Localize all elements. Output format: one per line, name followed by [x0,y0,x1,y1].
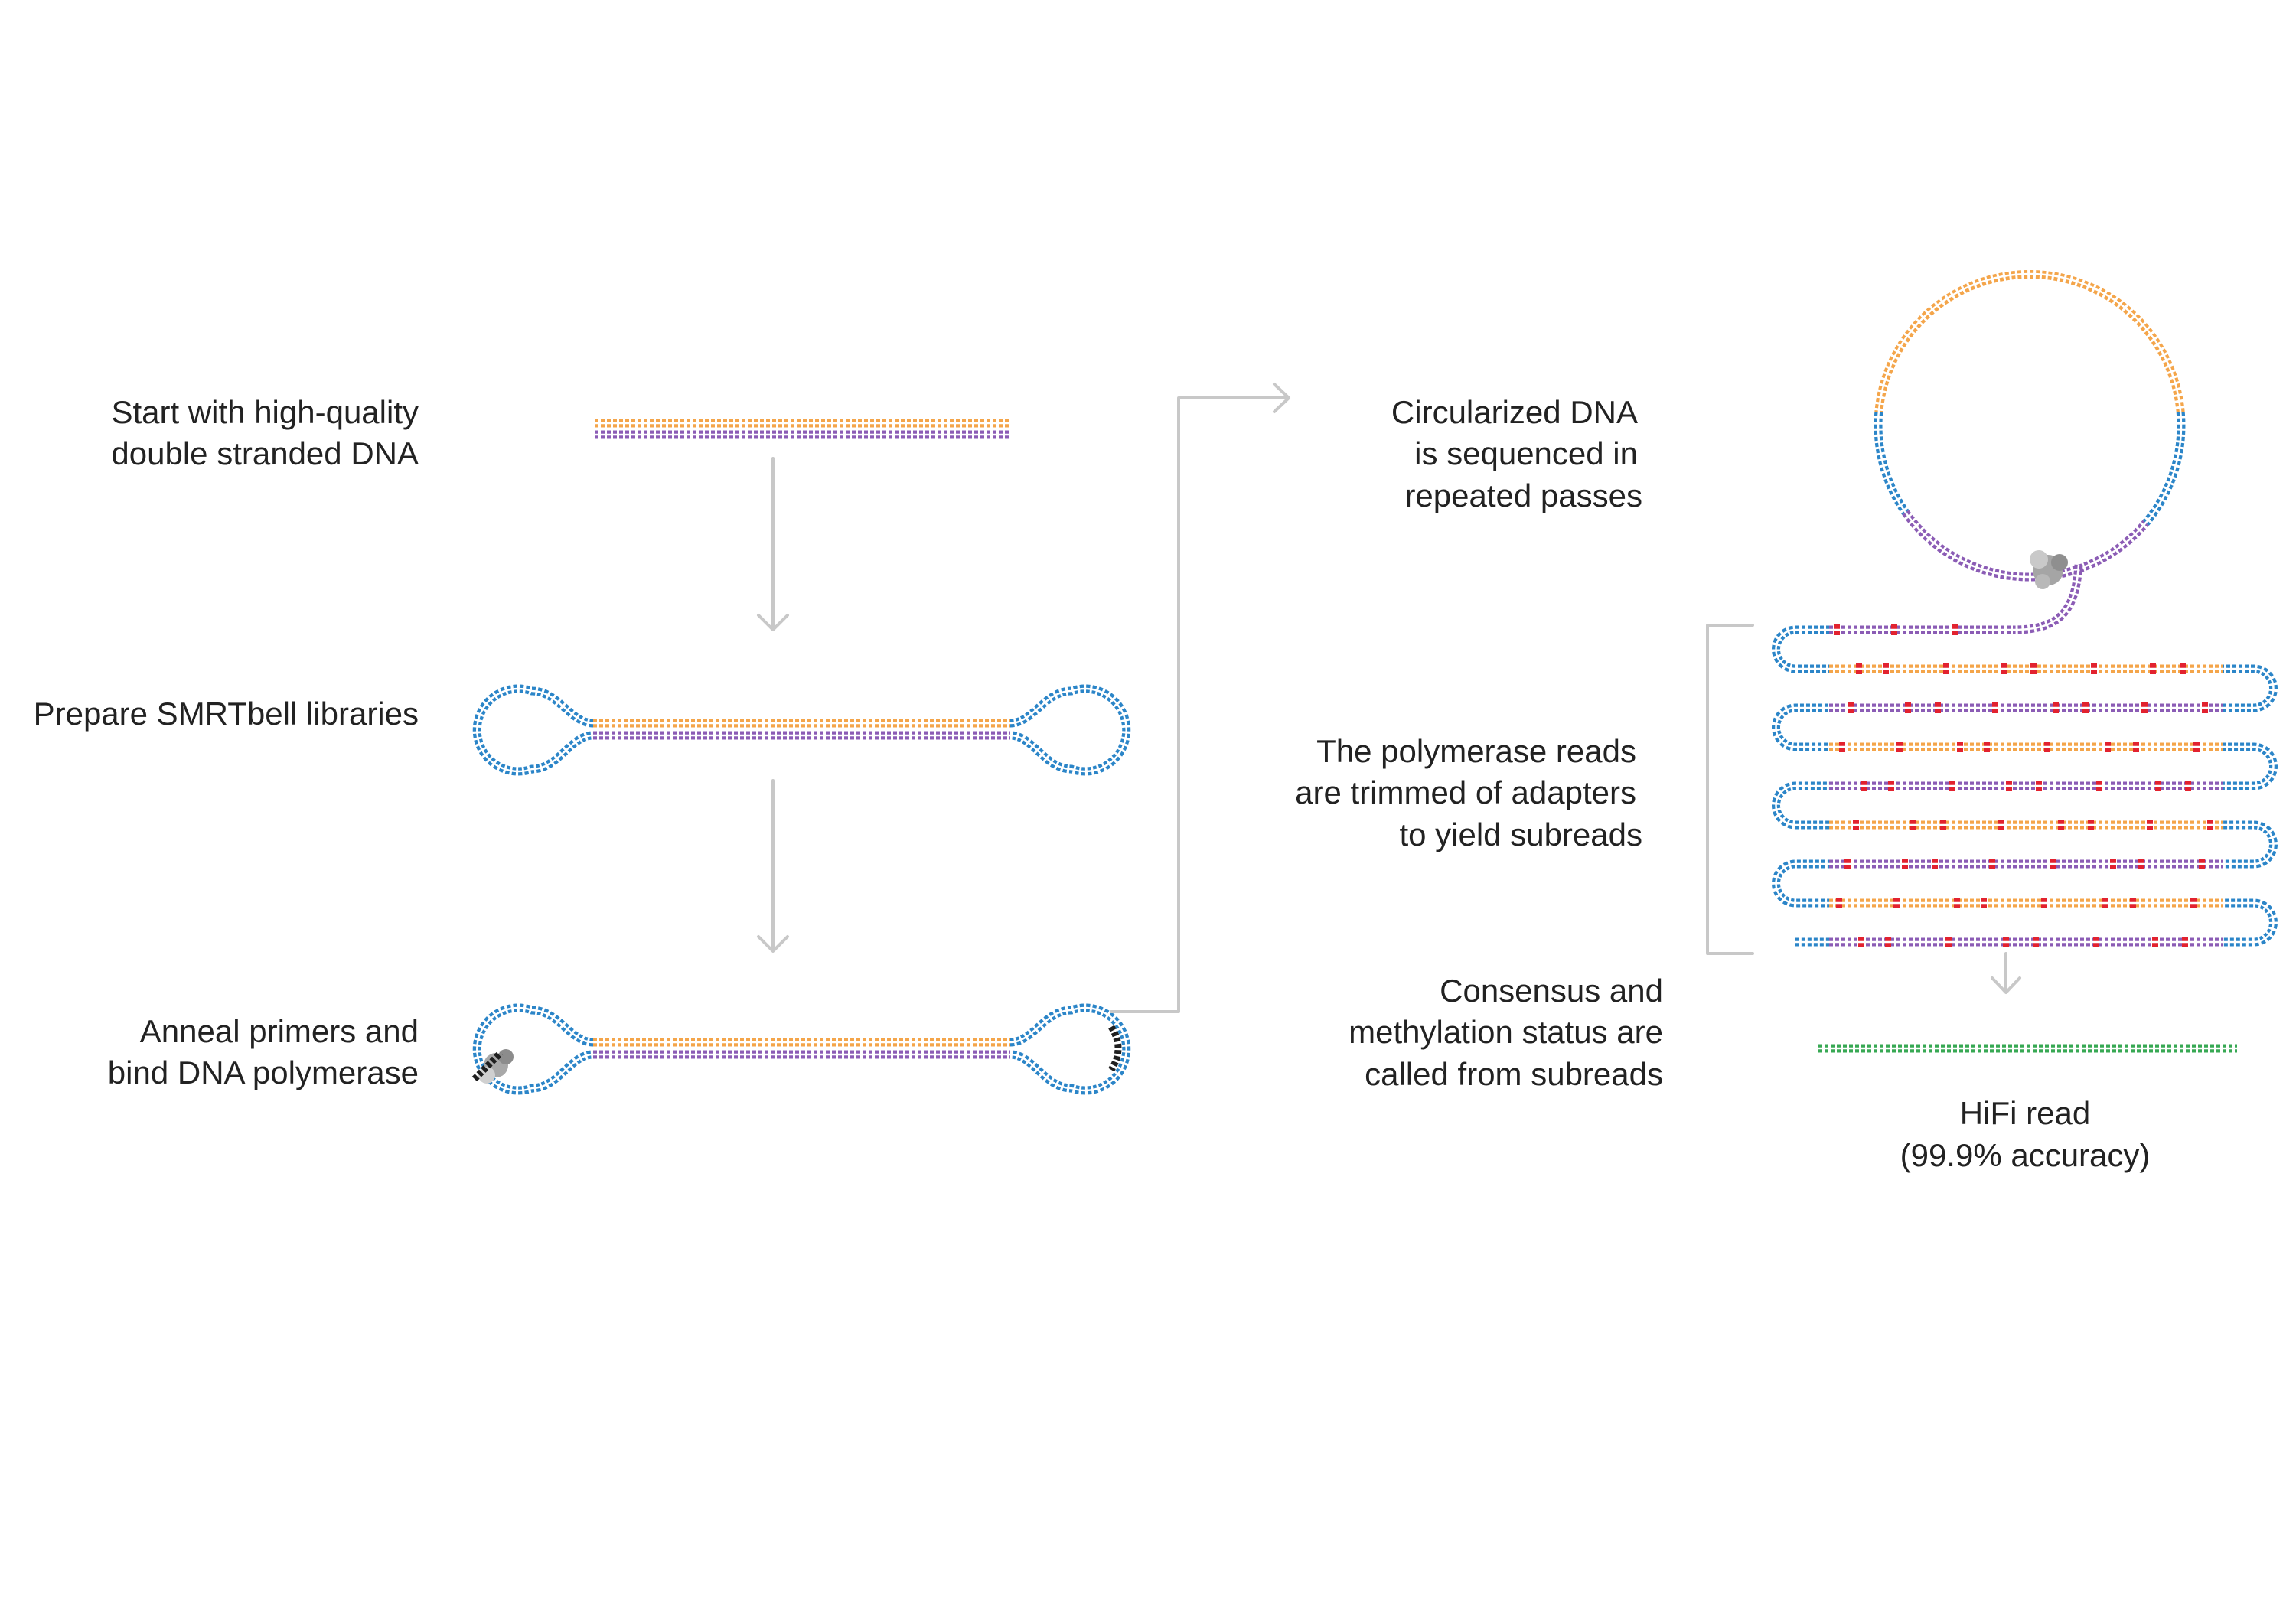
primer-left [471,1050,504,1082]
polymerase-icon [2030,550,2068,589]
label-anneal-line-1: Anneal primers and [140,1013,419,1049]
label-trimmed-line-1: The polymerase reads [1316,733,1636,769]
strand-core [1009,687,1127,773]
label-anneal: Anneal primers and bind DNA polymerase [108,1013,419,1090]
label-hifi-line-2: (99.9% accuracy) [1900,1137,2151,1173]
label-consensus-line-2: methylation status are [1349,1014,1663,1050]
polymerase-read [1772,624,2278,947]
polymerase-blob [2030,550,2048,569]
label-circularized: Circularized DNA is sequenced in repeate… [1391,394,1642,513]
label-consensus-line-1: Consensus and [1440,973,1663,1009]
label-prepare: Prepare SMRTbell libraries [34,696,419,732]
label-start-line-2: double stranded DNA [111,435,419,471]
hairpin-adapter-left [472,684,594,776]
strand-core [2013,564,2080,631]
arrow-head [757,614,789,631]
circular-template [1874,270,2186,634]
strand-core [476,687,594,773]
label-anneal-line-2: bind DNA polymerase [108,1054,419,1090]
linear-dsdna [595,419,1010,439]
label-start-line-1: Start with high-quality [111,394,419,430]
arrow-head [757,935,789,953]
arrow-head [1991,976,2021,994]
arrow-down-3 [1991,952,2021,994]
hairpin-adapter-right [1009,684,1131,776]
arrow-down-1 [757,457,789,631]
arrow-connector [1110,383,1290,1013]
smrtbell-with-polymerase [471,1003,1131,1095]
polymerase-blob [498,1049,514,1064]
label-trimmed: The polymerase reads are trimmed of adap… [1295,733,1642,852]
arrow-head [1273,383,1290,413]
hairpin-adapter-right [1009,1003,1131,1095]
smrtbell-template [472,684,1131,776]
circle-insert-bottom [1902,510,2149,582]
polymerase-blob [2051,554,2068,571]
circle-insert-top [1874,270,2185,413]
label-trimmed-line-2: are trimmed of adapters [1295,774,1636,810]
primer-right [1108,1025,1122,1072]
subreads-bracket [1706,624,1754,955]
label-trimmed-line-3: to yield subreads [1399,817,1642,852]
label-hifi: HiFi read (99.9% accuracy) [1900,1095,2151,1173]
label-consensus-line-3: called from subreads [1365,1056,1663,1092]
strand-core [1775,628,2275,944]
label-prepare-line-1: Prepare SMRTbell libraries [34,696,419,732]
label-circularized-line-2: is sequenced in [1414,435,1638,471]
polymerase-icon [471,1049,514,1084]
strand-core [1877,272,2183,579]
label-consensus: Consensus and methylation status are cal… [1349,973,1663,1092]
polymerase-blob [2035,574,2050,589]
strand-core [476,1006,594,1092]
label-circularized-line-1: Circularized DNA [1391,394,1638,430]
arrow-down-2 [757,779,789,953]
arrow-shaft [1110,396,1290,1013]
label-circularized-line-3: repeated passes [1404,478,1642,513]
label-hifi-line-1: HiFi read [1960,1095,2090,1131]
strand-core [1009,1006,1127,1092]
polymerase-blob [478,1067,495,1084]
label-start: Start with high-quality double stranded … [111,394,419,471]
